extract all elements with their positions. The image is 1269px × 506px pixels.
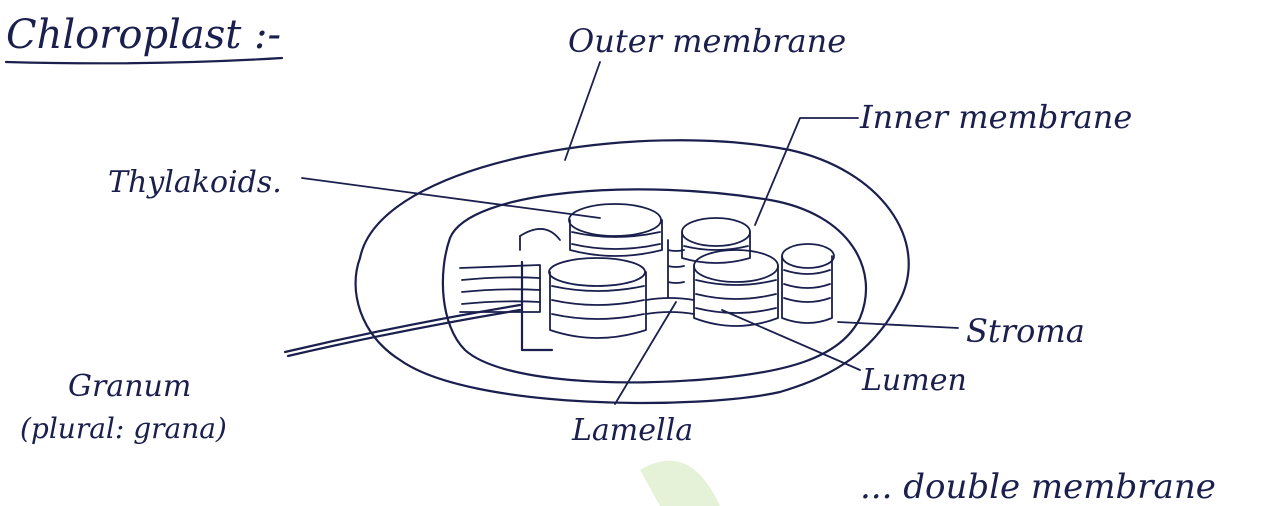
label-lamella: Lamella (571, 413, 693, 448)
label-stroma: Stroma (966, 312, 1085, 350)
granum-stack-right-top (668, 218, 750, 298)
inner-membrane-shape (443, 189, 866, 382)
watermark-mark (640, 461, 720, 506)
label-granum-plural: (plural: grana) (20, 412, 227, 445)
granum-stack-center (549, 204, 662, 338)
granum-bracket (522, 262, 552, 350)
leader-thylakoids (302, 178, 600, 218)
label-lumen: Lumen (861, 363, 967, 398)
title-underline (6, 58, 282, 63)
label-inner-membrane: Inner membrane (859, 98, 1132, 136)
granum-stack-left (460, 229, 560, 312)
label-thylakoids: Thylakoids. (108, 165, 282, 200)
granum-stack-far-right (782, 244, 834, 323)
leader-inner-membrane (755, 118, 858, 225)
footer-text: ... double membrane (860, 467, 1216, 506)
diagram-title: Chloroplast :- (6, 12, 281, 58)
label-outer-membrane: Outer membrane (568, 22, 846, 60)
label-granum: Granum (68, 369, 191, 404)
leader-lumen (722, 310, 860, 370)
